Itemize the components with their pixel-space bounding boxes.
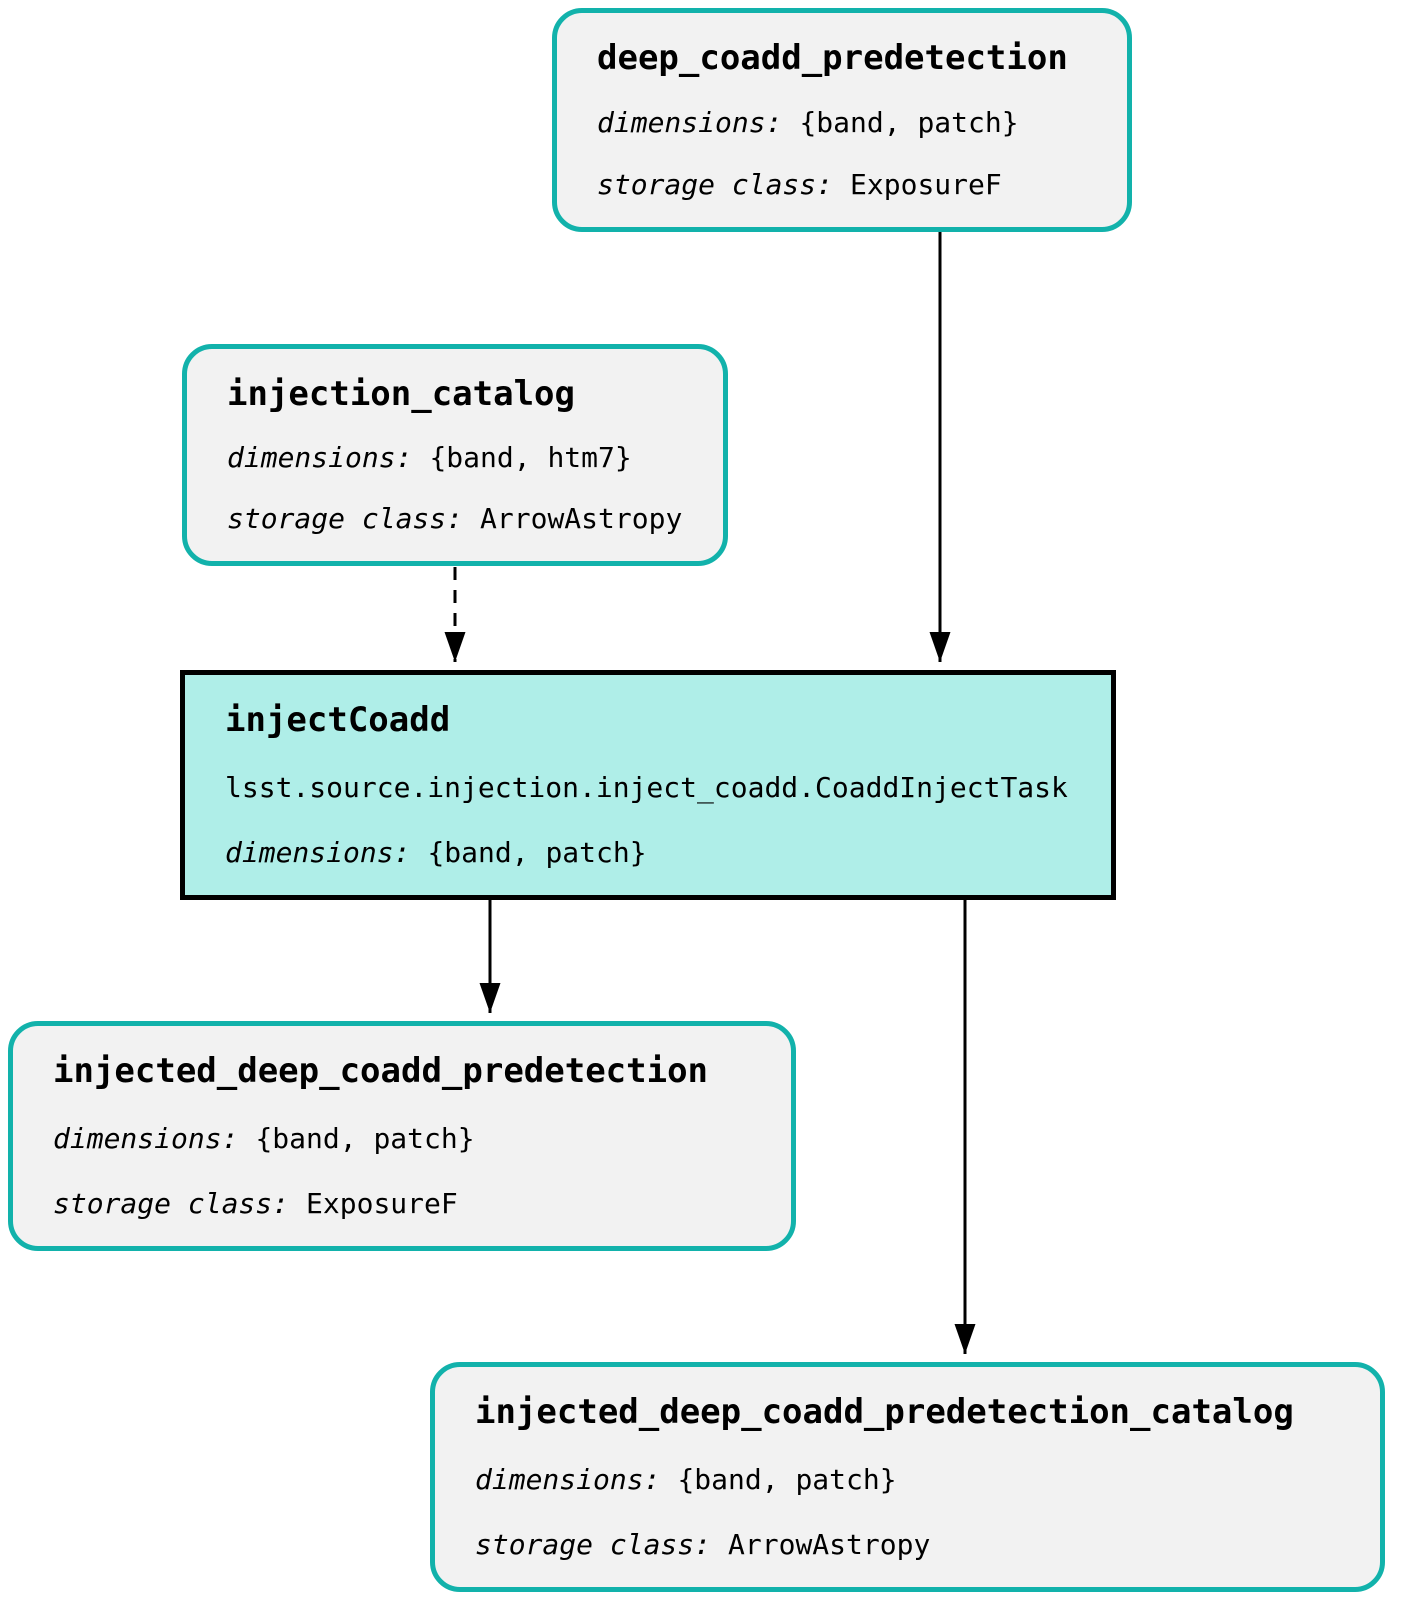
storage-class-value: ExposureF (306, 1186, 458, 1220)
node-title: injectCoadd (225, 700, 451, 740)
dimensions-value: {band, patch} (255, 1122, 475, 1156)
storage-class-line: storage class: ExposureF (597, 167, 1087, 201)
dimensions-line: dimensions: {band, patch} (597, 107, 1087, 139)
dimensions-label: dimensions: (475, 1463, 661, 1497)
task-node-injectcoadd: injectCoadd lsst.source.injection.inject… (180, 670, 1116, 900)
dimensions-value: {band, patch} (799, 106, 1019, 140)
dataset-node-injected-deep-coadd-predetection: injected_deep_coadd_predetection dimensi… (8, 1021, 796, 1251)
dimensions-line: dimensions: {band, patch} (225, 835, 1071, 869)
dimensions-value: {band, patch} (677, 1463, 897, 1497)
dimensions-label: dimensions: (227, 441, 413, 475)
dataset-node-injection-catalog: injection_catalog dimensions: {band, htm… (182, 344, 728, 566)
storage-class-label: storage class: (597, 167, 834, 201)
node-title: injected_deep_coadd_predetection (53, 1051, 709, 1091)
storage-class-label: storage class: (227, 501, 464, 535)
task-class-line: lsst.source.injection.inject_coadd.Coadd… (225, 772, 1071, 804)
task-class-value: lsst.source.injection.inject_coadd.Coadd… (225, 771, 1068, 805)
storage-class-line: storage class: ExposureF (53, 1186, 751, 1220)
dimensions-line: dimensions: {band, patch} (475, 1464, 1340, 1496)
storage-class-label: storage class: (475, 1527, 712, 1561)
storage-class-value: ExposureF (850, 167, 1002, 201)
storage-class-value: ArrowAstropy (480, 501, 683, 535)
dimensions-value: {band, patch} (427, 835, 647, 869)
dataset-node-deep-coadd-predetection: deep_coadd_predetection dimensions: {ban… (552, 8, 1132, 232)
dataset-node-injected-deep-coadd-predetection-catalog: injected_deep_coadd_predetection_catalog… (430, 1362, 1385, 1592)
dimensions-value: {band, htm7} (429, 441, 632, 475)
node-title: deep_coadd_predetection (597, 38, 1068, 78)
node-title: injected_deep_coadd_predetection_catalog (475, 1392, 1294, 1432)
storage-class-line: storage class: ArrowAstropy (227, 501, 683, 535)
storage-class-value: ArrowAstropy (728, 1527, 931, 1561)
node-title: injection_catalog (227, 374, 575, 414)
dimensions-line: dimensions: {band, patch} (53, 1123, 751, 1155)
storage-class-line: storage class: ArrowAstropy (475, 1527, 1340, 1561)
dimensions-line: dimensions: {band, htm7} (227, 442, 683, 474)
storage-class-label: storage class: (53, 1186, 290, 1220)
dimensions-label: dimensions: (597, 106, 783, 140)
dimensions-label: dimensions: (53, 1122, 239, 1156)
dimensions-label: dimensions: (225, 835, 411, 869)
